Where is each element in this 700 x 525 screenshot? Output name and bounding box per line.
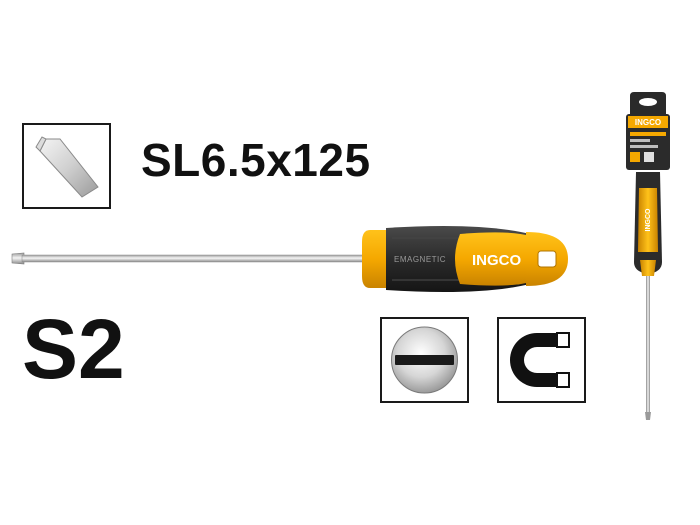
slotted-head-icon-box xyxy=(380,317,469,403)
magnet-icon-box xyxy=(497,317,586,403)
handle-marking: EMAGNETIC xyxy=(394,255,446,264)
screwdriver-image: EMAGNETIC INGCO xyxy=(11,226,568,292)
slotted-head-icon xyxy=(391,326,458,394)
model-label: SL6.5x125 xyxy=(141,134,371,186)
packaged-screwdriver-image: INGCO INGCO xyxy=(626,92,670,420)
brand-logo-vertical: INGCO xyxy=(645,208,652,232)
brand-logo-handle: INGCO xyxy=(472,252,522,269)
brand-logo-package: INGCO xyxy=(635,118,661,127)
slotted-tip-icon xyxy=(35,136,99,198)
material-label: S2 xyxy=(22,302,125,396)
magnet-icon xyxy=(510,332,570,388)
slotted-tip-icon-box xyxy=(22,123,111,209)
